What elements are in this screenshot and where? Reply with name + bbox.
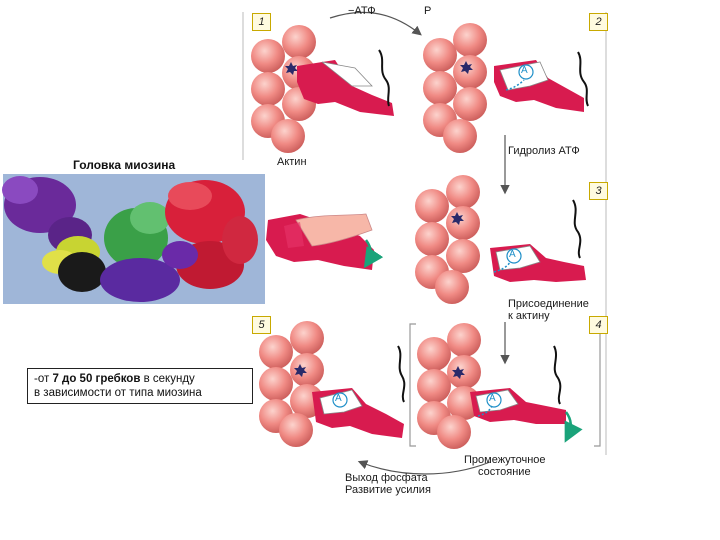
power-stroke-arrow: [564, 411, 583, 443]
adp-label-4: A: [489, 393, 496, 404]
phosphate-trail: [477, 405, 493, 417]
adp-label-2: A: [521, 65, 528, 76]
adp-icon: [332, 392, 348, 408]
arrow-1-to-2: [329, 11, 422, 36]
actin-filament-4: [417, 323, 481, 449]
binding-site-icon: [452, 366, 465, 379]
phosphate-trail: [505, 79, 525, 91]
actin-filament-2: [423, 23, 487, 153]
step-number-5: 5: [252, 316, 271, 334]
lever-swing-arrow: [363, 239, 384, 269]
myosin-head-2: [494, 60, 584, 112]
binding-site-icon: [294, 364, 307, 377]
label-intermediate-line2: состояние: [478, 466, 531, 478]
myosin-head-1: [297, 60, 394, 116]
actin-filament-5: [259, 321, 324, 447]
myosin-head-5: [312, 388, 404, 438]
adp-label-5: A: [335, 393, 342, 404]
binding-site-icon: [285, 62, 298, 75]
note-prefix: -от: [34, 373, 53, 385]
step-number-4: 4: [589, 316, 608, 334]
label-attach-line1: Присоединение: [508, 298, 589, 310]
note-suffix: в секунду: [140, 373, 195, 385]
step-number-3: 3: [589, 182, 608, 200]
bracket-right: [594, 329, 601, 447]
phosphate-trail: [493, 261, 511, 273]
label-attach-line2: к актину: [508, 310, 550, 322]
myosin-tail-3: [572, 199, 582, 259]
binding-site-icon: [460, 61, 473, 74]
note-line2: в зависимости от типа миозина: [34, 387, 202, 399]
stroke-rate-note: -от 7 до 50 гребков в секунду в зависимо…: [27, 368, 253, 404]
myosin-head-large: [266, 213, 374, 270]
myosin-tail-5: [397, 345, 406, 403]
actin-filament-3: [415, 175, 480, 304]
label-atp-hydrolysis: Гидролиз АТФ: [508, 145, 580, 157]
adp-label-3: A: [509, 249, 516, 260]
label-phosphate-line1: Выход фосфата: [345, 472, 428, 484]
myosin-head-4: [470, 388, 566, 424]
binding-site-icon: [451, 212, 464, 225]
label-minus-atp: −АТФ: [348, 5, 376, 17]
myosin-head-3: [490, 244, 586, 282]
label-p: Р: [424, 5, 432, 17]
myosin-tail-1: [378, 49, 390, 107]
arrow-4-to-5: [357, 460, 491, 475]
myosin-tail-2: [577, 51, 589, 107]
step-number-2: 2: [589, 13, 608, 31]
label-intermediate-line1: Промежуточное: [464, 454, 546, 466]
myosin-tail-4: [553, 345, 562, 405]
myosin-structure-image: [2, 174, 265, 304]
bracket-left: [409, 323, 416, 447]
step-number-1: 1: [252, 13, 271, 31]
myosin-head-title: Головка миозина: [73, 158, 176, 172]
label-phosphate-line2: Развитие усилия: [345, 484, 431, 496]
adp-icon: [486, 392, 502, 408]
adp-icon: [518, 64, 534, 80]
label-actin: Актин: [277, 156, 307, 168]
adp-icon: [506, 248, 522, 264]
note-bold: 7 до 50 гребков: [52, 373, 141, 385]
